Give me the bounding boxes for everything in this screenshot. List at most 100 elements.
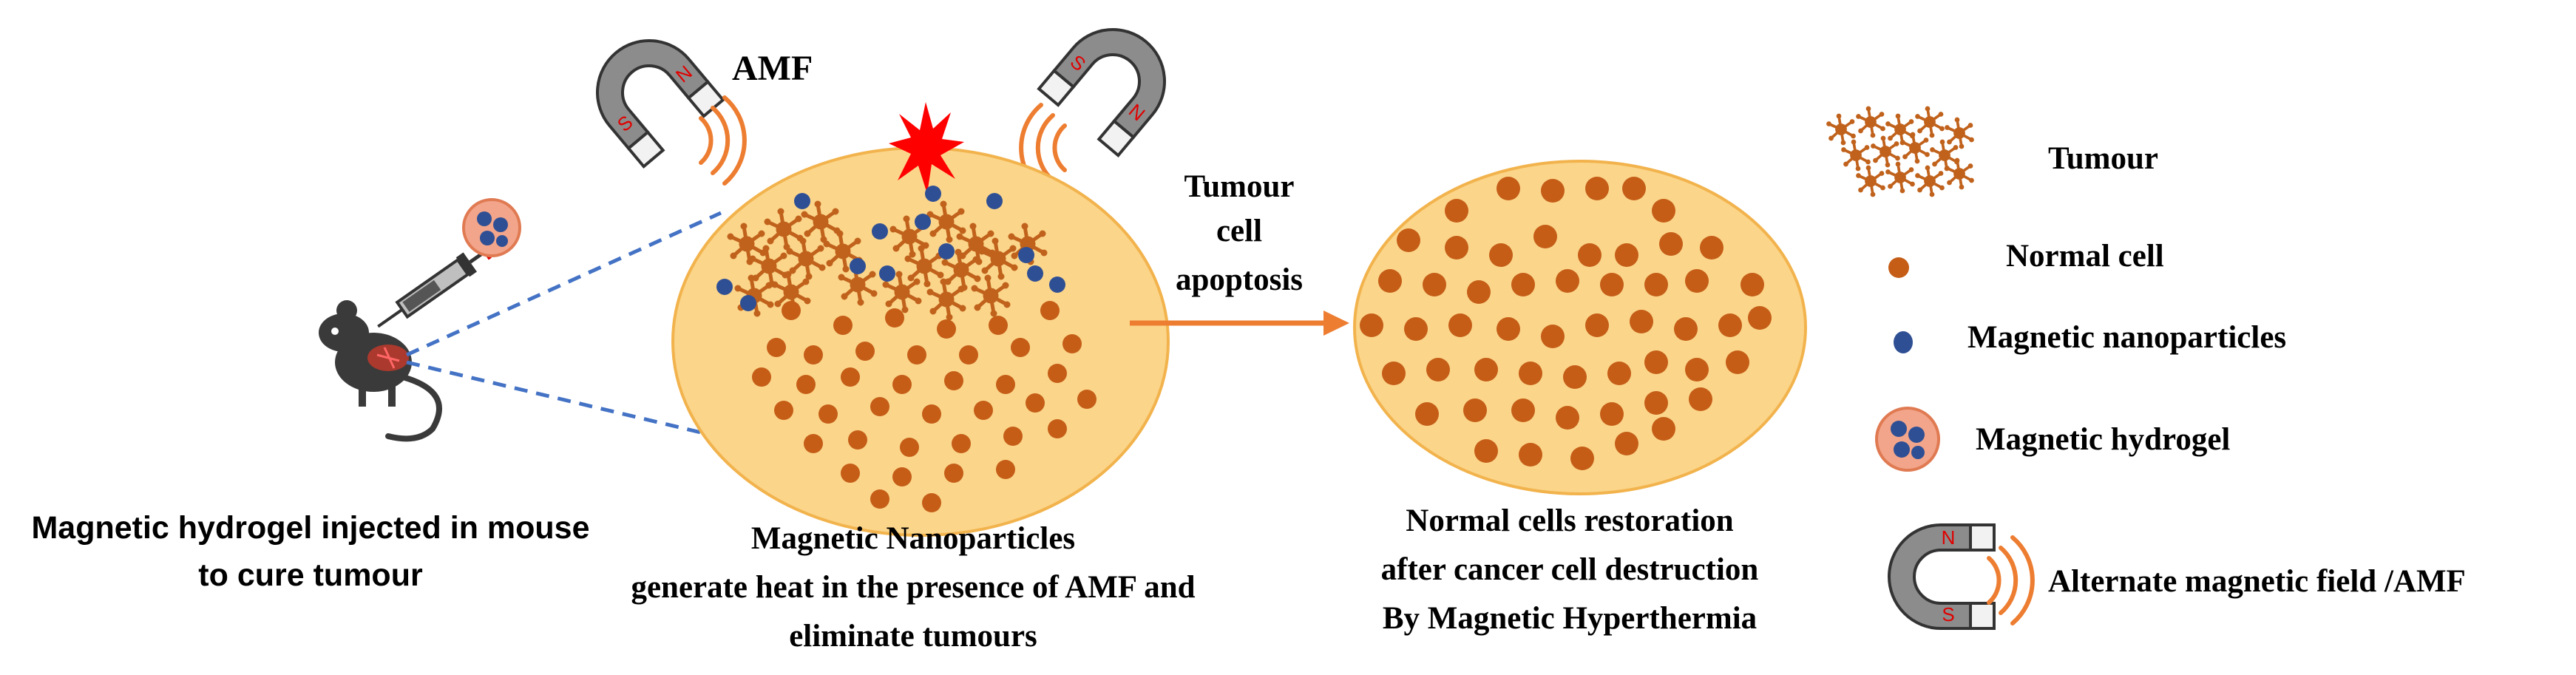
normal-cell (841, 464, 860, 483)
normal-cell (1689, 387, 1712, 411)
normal-cell (1426, 358, 1450, 381)
normal-cell (1467, 280, 1491, 304)
normal-cell (1630, 310, 1653, 333)
normal-cell (1497, 317, 1520, 341)
normal-cell (1700, 236, 1723, 260)
normal-cell (1533, 225, 1557, 248)
nanoparticle (925, 186, 941, 202)
legend-tumour-icon (1825, 105, 1976, 198)
normal-cell (1685, 358, 1709, 381)
normal-cell (1448, 313, 1472, 337)
normal-cell (1563, 365, 1587, 389)
normal-cell (1541, 179, 1565, 203)
tumour-cell (1854, 164, 1887, 198)
normal-cell (892, 375, 912, 394)
right-caption-line3: By Magnetic Hyperthermia (1383, 601, 1757, 636)
normal-cell (1423, 273, 1446, 296)
normal-cell (848, 430, 867, 450)
normal-cell (1404, 317, 1428, 341)
normal-cell (1556, 406, 1579, 430)
nanoparticle (938, 243, 955, 260)
magnet-south-label: S (1942, 603, 1954, 625)
mouse-icon (319, 300, 442, 442)
normal-cell (996, 375, 1015, 394)
nanoparticle (986, 193, 1003, 209)
normal-cell (1489, 243, 1513, 267)
normal-cell (1040, 301, 1060, 320)
legend-normal-cell-icon (1888, 257, 1909, 278)
normal-cell (855, 342, 875, 361)
normal-cell (841, 367, 860, 387)
magnet-north-label: N (1942, 526, 1956, 549)
normal-cell (1048, 419, 1067, 438)
arrow-label-line3: apoptosis (1176, 262, 1303, 297)
normal-cell (796, 375, 816, 394)
normal-cell (1415, 402, 1439, 426)
normal-cell (1748, 306, 1772, 330)
nanoparticle (915, 214, 931, 230)
normal-cell (1652, 417, 1675, 441)
arrow-label-line2: cell (1216, 214, 1262, 248)
normal-cell (974, 401, 993, 420)
middle-caption-line1: Magnetic Nanoparticles (751, 521, 1075, 556)
middle-caption-line2: generate heat in the presence of AMF and (631, 570, 1195, 605)
normal-cell (782, 301, 801, 320)
normal-cell (752, 367, 771, 387)
normal-cell (989, 316, 1008, 335)
magnet-icon: N S (1037, 7, 1187, 157)
nanoparticle (740, 295, 756, 311)
legend-nanoparticle-icon (1894, 331, 1913, 353)
normal-cell-group (1360, 177, 1772, 470)
normal-cell (1003, 427, 1023, 446)
magnet-icon: N S (574, 18, 725, 169)
tumour-cell (1825, 112, 1857, 146)
nanoparticle-group (716, 186, 1065, 311)
legend-label-normal-cell: Normal cell (2006, 239, 2164, 274)
normal-cell (1048, 364, 1067, 383)
right-caption-line1: Normal cells restoration (1406, 503, 1734, 538)
nanoparticle (794, 193, 810, 209)
normal-cell (937, 319, 956, 339)
legend-hydrogel-icon (1875, 407, 1940, 472)
normal-cell (1519, 443, 1542, 467)
normal-cell (1685, 269, 1709, 293)
legend-magnet-icon: N S (1888, 523, 1996, 630)
dashed-link-top (405, 211, 722, 357)
normal-cell (952, 434, 971, 453)
normal-cell (885, 308, 904, 328)
nanoparticle (716, 279, 733, 295)
tumour-cell (1914, 105, 1946, 139)
normal-cell (1578, 243, 1601, 267)
normal-cell (1585, 313, 1609, 337)
normal-cell (1474, 439, 1498, 463)
normal-cell (1585, 177, 1609, 200)
normal-cell (1474, 358, 1498, 381)
normal-cell (1519, 362, 1542, 385)
normal-cell (1600, 402, 1624, 426)
normal-cell (907, 345, 926, 364)
normal-cell (1497, 177, 1520, 200)
nanoparticle (1049, 277, 1065, 293)
process-arrow (1130, 311, 1349, 336)
normal-cell (1026, 393, 1045, 413)
normal-cell (1570, 447, 1594, 470)
heat-burst-icon (889, 102, 964, 194)
tumour-cell (1884, 160, 1916, 194)
normal-cell (922, 404, 941, 424)
normal-cell (1644, 273, 1668, 296)
normal-cell (1600, 273, 1624, 296)
normal-cell (1615, 432, 1638, 455)
normal-cell (774, 401, 793, 420)
legend-label-nanoparticles: Magnetic nanoparticles (1967, 320, 2286, 355)
tumour-cell (1869, 135, 1902, 169)
legend-label-hydrogel: Magnetic hydrogel (1976, 422, 2230, 457)
normal-cell (944, 371, 963, 390)
tumour-cell (1928, 138, 1961, 172)
normal-cell (1652, 199, 1675, 223)
normal-cell (1726, 350, 1749, 374)
right-caption-line2: after cancer cell destruction (1381, 552, 1759, 587)
normal-cell (1741, 273, 1764, 296)
normal-cell (1644, 350, 1668, 374)
middle-caption-line3: eliminate tumours (789, 619, 1037, 654)
normal-cell (1397, 228, 1420, 252)
